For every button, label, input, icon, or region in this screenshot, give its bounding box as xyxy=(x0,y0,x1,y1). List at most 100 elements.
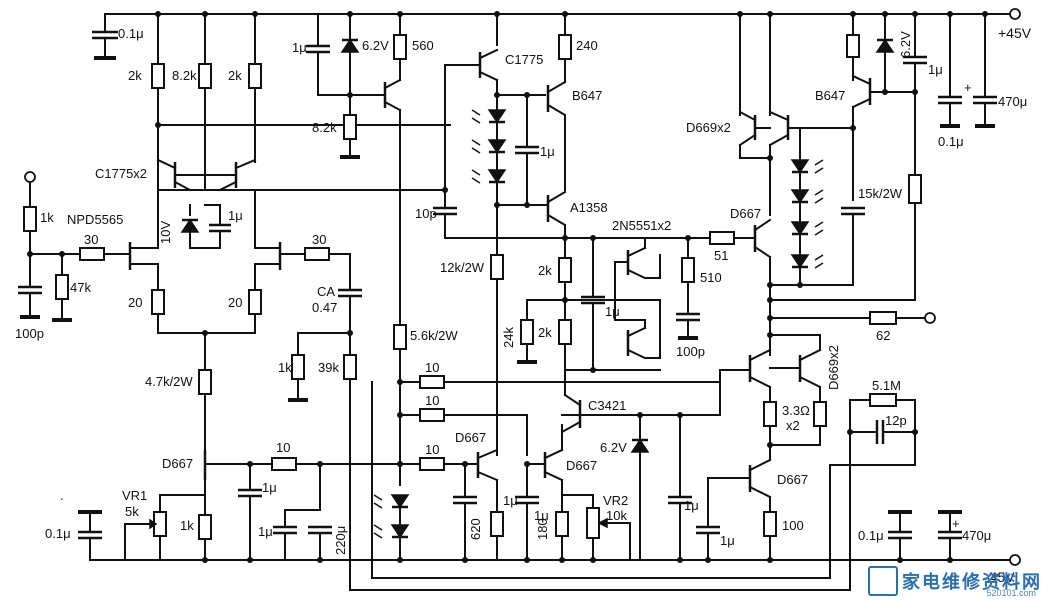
label-b647-left: B647 xyxy=(572,88,602,103)
label-c1u-led: 1μ xyxy=(540,144,555,159)
label-r3r3: 3.3Ω xyxy=(782,403,810,418)
label-d667-r1: D667 xyxy=(730,206,761,221)
resistor-240 xyxy=(558,34,572,60)
label-r62: 62 xyxy=(876,328,890,343)
label-c1u-vbe: 1μ xyxy=(605,304,620,319)
resistor-1k-bias xyxy=(198,514,212,540)
label-c1u-zener: 1μ xyxy=(228,208,243,223)
label-c100p-in: 100p xyxy=(15,326,44,341)
label-vr2-val: 10k xyxy=(606,508,627,523)
label-r10-a: 10 xyxy=(425,360,439,375)
resistor-10-c xyxy=(419,457,445,471)
potentiometer-vr2[interactable] xyxy=(586,507,600,539)
resistor-20-left xyxy=(151,289,165,315)
label-r30-left: 30 xyxy=(84,232,98,247)
label-d669x2-bottom: D669x2 xyxy=(826,345,841,390)
label-d667-r2: D667 xyxy=(777,472,808,487)
resistor-51 xyxy=(709,231,735,245)
label-ca: CA xyxy=(317,284,335,299)
label-c470u-top-right: 470μ xyxy=(998,94,1027,109)
label-r30-right: 30 xyxy=(312,232,326,247)
resistor-8k2-bias xyxy=(343,114,357,140)
label-r2k-vbe2: 2k xyxy=(538,325,552,340)
label-c10p: 10p xyxy=(415,206,437,221)
label-r1k-input: 1k xyxy=(40,210,54,225)
label-r20-left: 20 xyxy=(128,295,142,310)
input-terminal[interactable] xyxy=(24,171,36,183)
label-z62-mid: 6.2V xyxy=(600,440,627,455)
output-terminal[interactable] xyxy=(924,312,936,324)
label-npd5565: NPD5565 xyxy=(67,212,123,227)
resistor-10-bottom xyxy=(271,457,297,471)
label-c-in-top: 0.1μ xyxy=(118,26,144,41)
label-r24k: 24k xyxy=(501,327,516,348)
resistor-47k xyxy=(55,274,69,300)
label-r8k2-bias: 8.2k xyxy=(312,120,337,135)
label-c1u-top: 1μ xyxy=(292,40,307,55)
output-stage: + xyxy=(371,13,997,579)
resistor-right-top xyxy=(846,34,860,58)
label-r2k-vbe1: 2k xyxy=(538,263,552,278)
resistor-4k7-2w xyxy=(198,369,212,395)
component-labels: 0.1μ 2k 8.2k 2k C1775x2 NPD5565 1k 30 47… xyxy=(15,25,1032,585)
label-c1u-r: 1μ xyxy=(684,498,699,513)
label-c470u-bottom-right: 470μ xyxy=(962,528,991,543)
label-c100p-vbe: 100p xyxy=(676,344,705,359)
label-c1u-b1: 1μ xyxy=(262,480,277,495)
label-c1u-right: 1μ xyxy=(928,62,943,77)
label-c12p: 12p xyxy=(885,413,907,428)
label-r20-right: 20 xyxy=(228,295,242,310)
label-d667-left: D667 xyxy=(162,456,193,471)
label-positive-supply: +45V xyxy=(998,25,1032,41)
label-r180: 180 xyxy=(535,518,550,540)
label-r10-bottom: 10 xyxy=(276,440,290,455)
jfet-npd5565-pair xyxy=(128,231,282,291)
label-r39k: 39k xyxy=(318,360,339,375)
resistor-39k xyxy=(343,354,357,380)
negative-supply-terminal[interactable] xyxy=(1009,554,1021,566)
label-b647-right: B647 xyxy=(815,88,845,103)
label-c1u-m1: 1μ xyxy=(503,493,518,508)
positive-supply-terminal[interactable] xyxy=(1009,8,1021,20)
resistor-2k-vbe2 xyxy=(558,319,572,345)
label-dot-mark: . xyxy=(60,488,64,503)
resistor-5m1 xyxy=(869,393,897,407)
resistor-8k2 xyxy=(198,63,212,89)
vbe-multiplier xyxy=(517,231,756,373)
label-c1775: C1775 xyxy=(505,52,543,67)
label-r2k-right: 2k xyxy=(228,68,242,83)
label-r15k-2w: 15k/2W xyxy=(858,186,903,201)
resistor-15k-2w xyxy=(908,174,922,204)
label-r240: 240 xyxy=(576,38,598,53)
label-vr1-val: 5k xyxy=(125,504,139,519)
label-x2: x2 xyxy=(786,418,800,433)
label-a1358: A1358 xyxy=(570,200,608,215)
resistor-2k-right xyxy=(248,63,262,89)
label-c01u-bottom-left: 0.1μ xyxy=(45,526,71,541)
resistor-10-a xyxy=(419,375,445,389)
resistor-2k-vbe1 xyxy=(558,257,572,283)
label-c1775x2: C1775x2 xyxy=(95,166,147,181)
label-r1k-feedback: 1k xyxy=(278,360,292,375)
label-2n5551x2: 2N5551x2 xyxy=(612,218,671,233)
watermark-text: 家电维修资料网 xyxy=(902,572,1042,592)
resistor-100 xyxy=(763,511,777,537)
label-z62-top: 6.2V xyxy=(362,38,389,53)
resistor-24k xyxy=(520,319,534,345)
label-r4k7-2w: 4.7k/2W xyxy=(145,374,193,389)
watermark: 家电维修资料网 520101.com xyxy=(868,566,1042,598)
svg-text:+: + xyxy=(952,516,960,531)
label-d667-m2: D667 xyxy=(566,458,597,473)
resistor-560 xyxy=(393,34,407,60)
label-c1u-m2: 1μ xyxy=(534,508,549,523)
label-r51: 51 xyxy=(714,248,728,263)
input-stage xyxy=(18,13,851,591)
label-d667-m1: D667 xyxy=(455,430,486,445)
resistor-3r3-b xyxy=(813,401,827,427)
rails xyxy=(89,8,1021,566)
label-z62-right: 6.2V xyxy=(898,31,913,58)
resistor-20-right xyxy=(248,289,262,315)
label-r8k2: 8.2k xyxy=(172,68,197,83)
label-d669x2-top: D669x2 xyxy=(686,120,731,135)
resistor-3r3-a xyxy=(763,401,777,427)
